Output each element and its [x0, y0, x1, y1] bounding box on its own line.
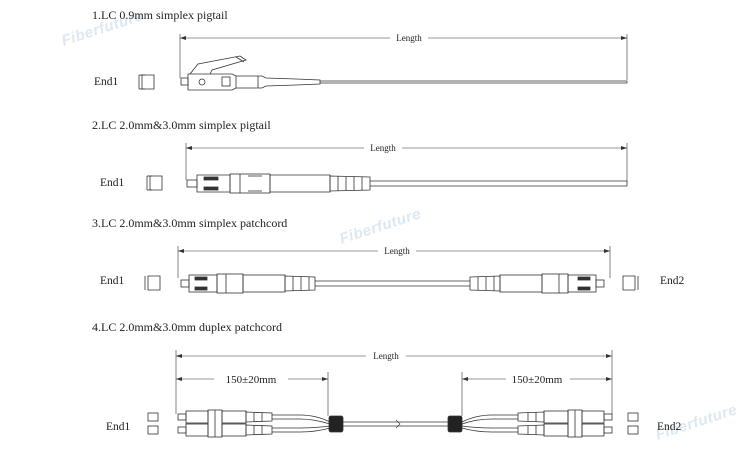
section-3-length-label: Length: [384, 246, 410, 256]
section-2-length-label: Length: [370, 143, 396, 153]
section-4-end2-label: End2: [657, 421, 682, 433]
section-1-drawing: Length: [138, 33, 628, 91]
section-1-end1-label: End1: [94, 76, 119, 88]
section-2-drawing: Length: [146, 143, 628, 194]
section-4-title: 4.LC 2.0mm&3.0mm duplex patchcord: [92, 320, 282, 334]
section-2-end1-label: End1: [100, 177, 125, 189]
section-1-length-label: Length: [396, 33, 422, 43]
section-3-end1-label: End1: [100, 275, 125, 287]
section-3-drawing: Length: [144, 246, 639, 294]
section-4-length-label: Length: [373, 351, 399, 361]
section-4-drawing: Length 150±20mm 150±20mm: [147, 350, 639, 438]
section-1-title: 1.LC 0.9mm simplex pigtail: [92, 8, 228, 22]
section-3-end2-label: End2: [660, 275, 685, 287]
section-4-breakout-right-label: 150±20mm: [512, 374, 563, 386]
section-2-title: 2.LC 2.0mm&3.0mm simplex pigtail: [92, 118, 271, 132]
section-4-end1-label: End1: [106, 421, 131, 433]
section-3-title: 3.LC 2.0mm&3.0mm simplex patchcord: [92, 216, 288, 230]
section-4-breakout-left-label: 150±20mm: [226, 374, 277, 386]
